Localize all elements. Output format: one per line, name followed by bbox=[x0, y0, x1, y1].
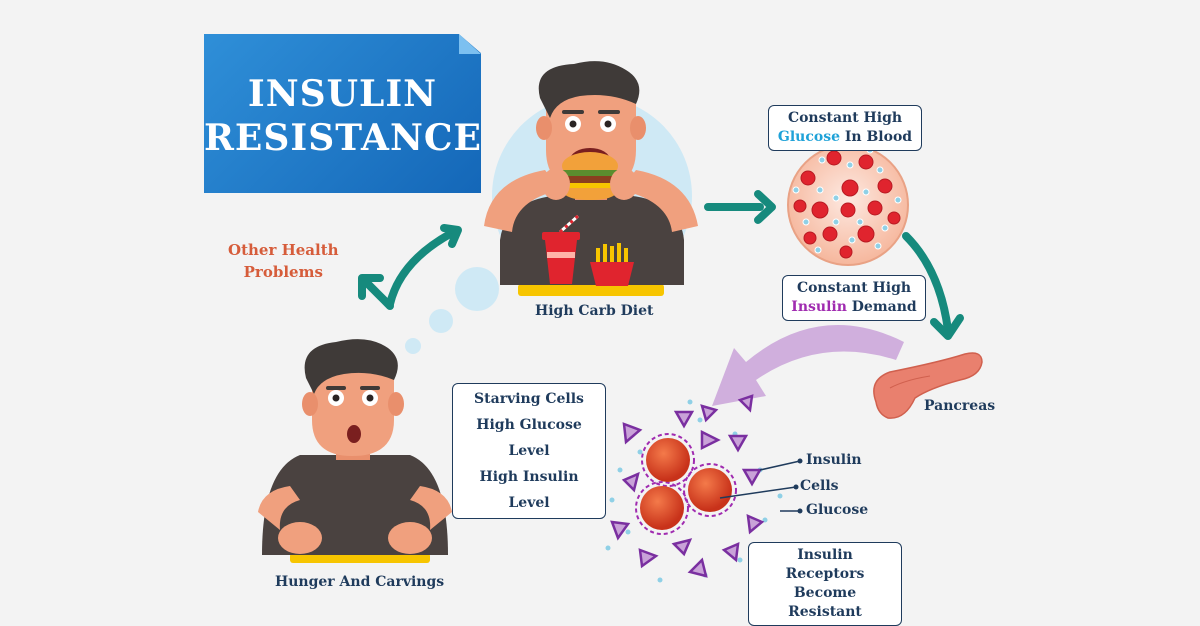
burger-icon bbox=[562, 152, 618, 200]
title-line-1: INSULIN bbox=[247, 73, 438, 115]
legend-glucose-label: Glucose bbox=[806, 502, 869, 518]
man-eating-right-arm bbox=[620, 170, 698, 232]
man-eating-hair bbox=[538, 61, 640, 118]
other-problems-line2: Problems bbox=[243, 263, 323, 281]
title-line-2: RESISTANCE bbox=[204, 117, 482, 159]
receptors-box-line1: Insulin Receptors bbox=[785, 547, 865, 582]
hungry-man-illustration bbox=[258, 339, 452, 563]
other-problems-label: Other Health Problems bbox=[228, 239, 339, 283]
starving-cells-box: Starving Cells High Glucose Level High I… bbox=[452, 383, 606, 519]
man-eating-ear-right bbox=[630, 116, 646, 140]
insulin-triangles bbox=[610, 394, 765, 578]
insulin-flow-arrow bbox=[712, 325, 904, 406]
other-problems-line1: Other Health bbox=[228, 241, 339, 259]
diet-tray bbox=[518, 284, 664, 296]
arrow-blood-to-pancreas bbox=[902, 232, 964, 340]
fries-icon bbox=[590, 243, 634, 286]
pancreas-label: Pancreas bbox=[924, 398, 996, 414]
man-eating-pupil-right bbox=[604, 120, 612, 128]
man-eating-pupil-left bbox=[569, 120, 577, 128]
blood-vessel-illustration bbox=[787, 144, 909, 266]
receptors-box: Insulin Receptors Become Resistant bbox=[748, 542, 902, 626]
glucose-box-line2: In Blood bbox=[844, 129, 913, 145]
glucose-box-line1: Constant High bbox=[787, 110, 903, 126]
cells-box-line1: Starving Cells bbox=[474, 391, 584, 407]
arrow-diet-to-blood bbox=[704, 190, 776, 224]
man-eating-ear-left bbox=[536, 116, 552, 140]
diet-label: High Carb Diet bbox=[535, 303, 654, 319]
pancreas-icon bbox=[873, 352, 983, 419]
hunger-tray bbox=[290, 553, 430, 563]
legend-insulin-label: Insulin bbox=[806, 452, 862, 468]
title-banner: INSULIN RESISTANCE bbox=[204, 34, 481, 193]
hunger-label: Hunger And Carvings bbox=[275, 574, 445, 590]
man-eating-left-arm bbox=[484, 170, 560, 232]
diagram-graphics bbox=[258, 61, 983, 583]
cells-box-line2: High Glucose Level bbox=[476, 417, 582, 459]
man-eating-illustration bbox=[484, 61, 698, 296]
insulin-box-line1: Constant High bbox=[796, 280, 912, 296]
thought-bubbles bbox=[405, 267, 499, 354]
glucose-word: Glucose bbox=[777, 129, 840, 145]
insulin-demand-box: Constant High Insulin Demand bbox=[782, 275, 926, 321]
red-blood-cells bbox=[793, 150, 901, 259]
receptors-box-line2: Become Resistant bbox=[788, 585, 862, 620]
insulin-box-line2: Demand bbox=[851, 299, 917, 315]
glucose-box: Constant High Glucose In Blood bbox=[768, 105, 922, 151]
infographic: INSULIN RESISTANCE Constant High Glucose… bbox=[204, 34, 996, 626]
soda-cup-icon bbox=[542, 214, 580, 284]
cells-box-line3: High Insulin Level bbox=[479, 469, 579, 511]
arrow-to-other-problems bbox=[358, 274, 394, 310]
insulin-word: Insulin bbox=[791, 299, 847, 315]
arrow-hunger-to-diet bbox=[386, 224, 462, 308]
cells-cluster-illustration bbox=[605, 394, 803, 583]
man-eating-shirt bbox=[500, 195, 684, 285]
legend-cells-label: Cells bbox=[800, 478, 839, 494]
